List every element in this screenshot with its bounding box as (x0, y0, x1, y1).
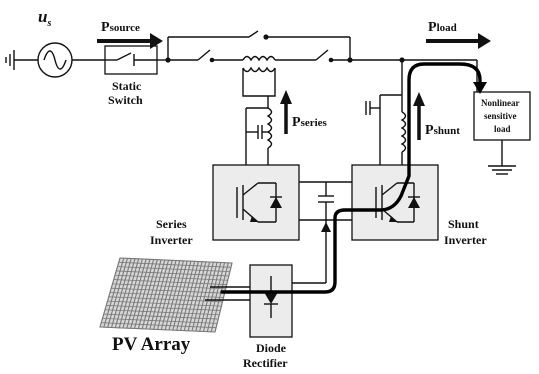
diode-rectifier-box (249, 264, 293, 338)
static-switch (104, 45, 158, 75)
source-ground-symbol (5, 50, 38, 70)
shunt-inverter-label-1: Shunt (448, 217, 479, 231)
series-inverter-label-2: Inverter (150, 233, 193, 247)
p-shunt-label: Pshunt (425, 123, 460, 138)
power-flow-path (220, 62, 482, 294)
diode-rectifier-label-1: Diode (256, 341, 287, 355)
load-label-3: load (494, 124, 511, 134)
diode-rectifier-label-2: Rectifier (243, 356, 288, 370)
p-series-arrow (280, 90, 292, 134)
load-ground-symbol (488, 140, 516, 175)
p-load-label: Pload (428, 20, 457, 35)
series-transformer-icon (242, 55, 276, 84)
series-inverter-box (212, 164, 300, 241)
series-filter (242, 84, 276, 165)
dc-link-capacitor (299, 181, 352, 221)
pv-array-label: PV Array (112, 334, 191, 355)
p-load-arrow (426, 33, 491, 49)
static-switch-label-1: Static (112, 79, 142, 93)
ac-source-icon (37, 42, 73, 78)
p-source-arrow (97, 33, 163, 49)
shunt-inverter-label-2: Inverter (444, 233, 487, 247)
load-label-2: sensitive (484, 111, 517, 121)
static-switch-label-2: Switch (108, 93, 143, 107)
p-shunt-arrow (413, 92, 425, 140)
shunt-filter (365, 60, 407, 165)
pv-array-panel (99, 257, 233, 333)
p-series-label: Pseries (292, 115, 328, 130)
series-inverter-label-1: Series (156, 217, 187, 231)
p-source-label: Psource (101, 20, 140, 35)
load-label-1: Nonlinear (481, 98, 520, 108)
source-voltage-label: us (38, 7, 51, 29)
nonlinear-load-box (473, 91, 531, 141)
